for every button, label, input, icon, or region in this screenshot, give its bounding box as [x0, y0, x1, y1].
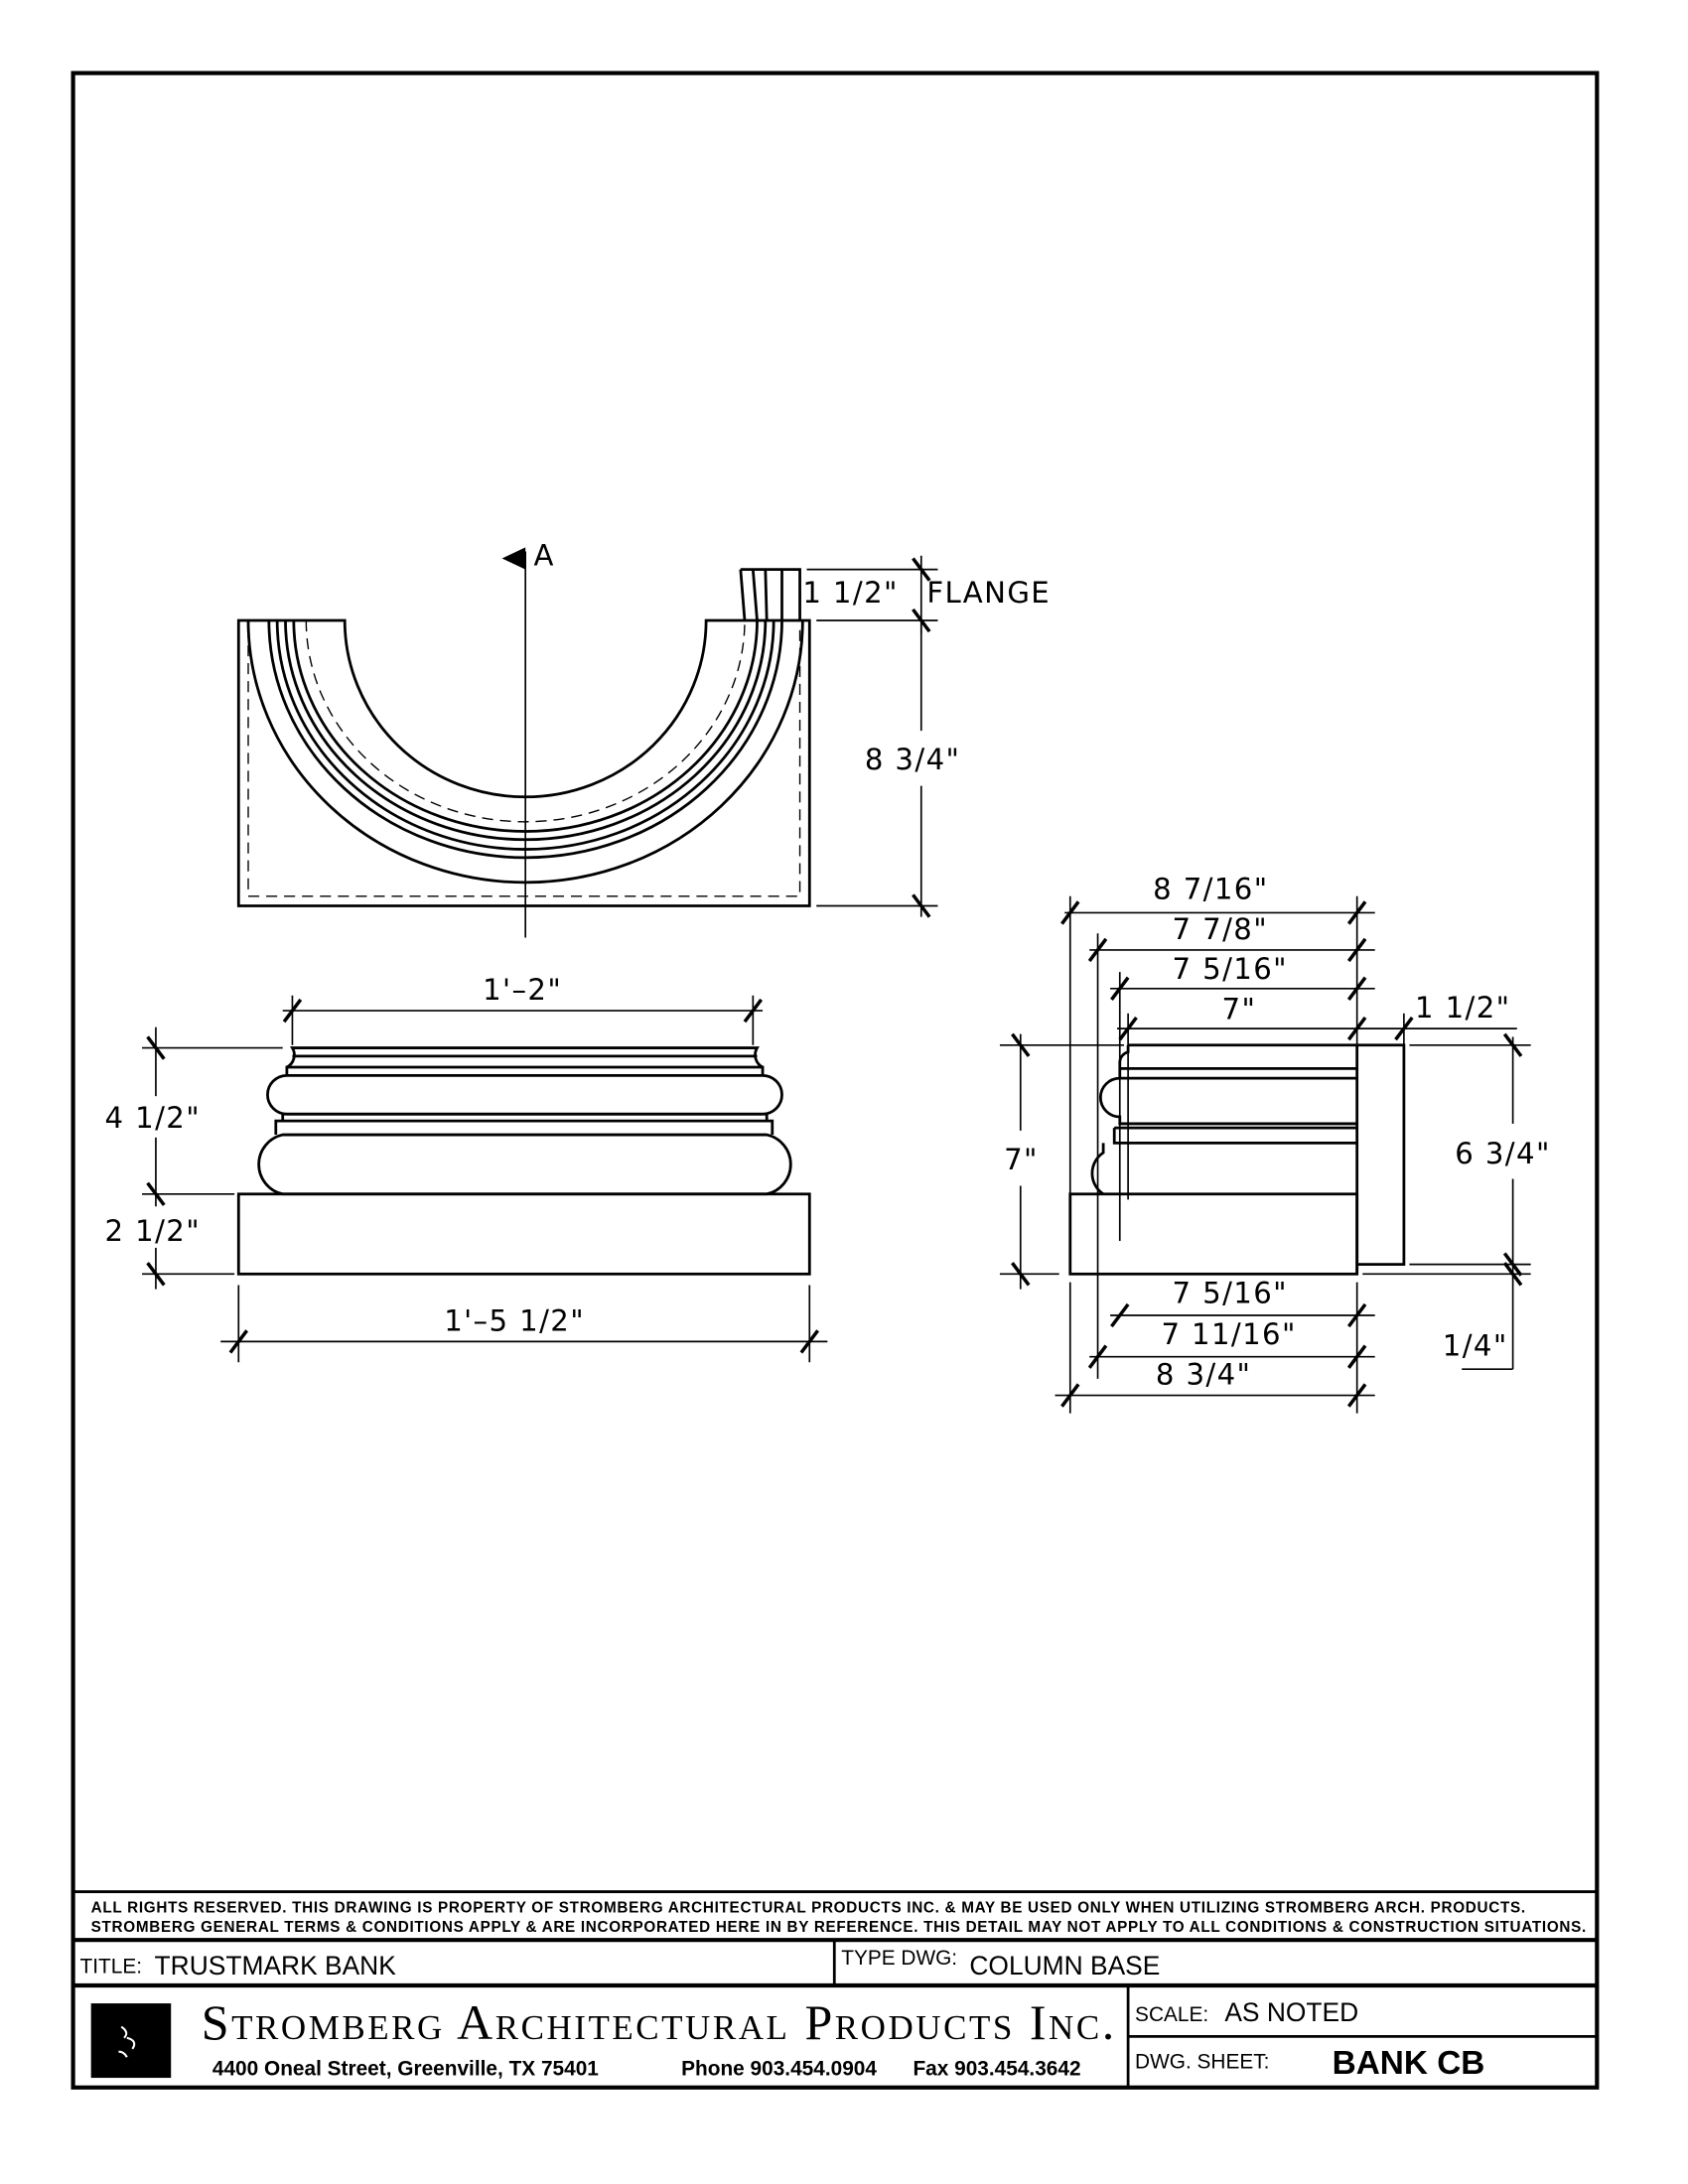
flange-label: FLANGE: [926, 576, 1051, 610]
sheet-label: DWG. SHEET:: [1135, 2050, 1269, 2073]
section-view: 8 7/16" 7 7/8" 7 5/16" 7" 1 1/2" 7" 6 3/…: [999, 873, 1550, 1414]
company-fax: Fax 903.454.3642: [913, 2057, 1080, 2080]
section-flange-offset-dimension: 1/4": [1443, 1328, 1508, 1362]
plinth-height-dimension: 2 1/2": [105, 1214, 201, 1248]
scale-label: SCALE:: [1135, 2003, 1208, 2026]
type-value: COLUMN BASE: [969, 1951, 1160, 1980]
plan-height-dimension: 8 3/4": [865, 743, 961, 776]
terms-note: STROMBERG GENERAL TERMS & CONDITIONS APP…: [91, 1919, 1587, 1936]
type-label: TYPE DWG:: [841, 1947, 957, 1970]
section-top-dimension-4: 7": [1222, 992, 1257, 1025]
section-top-dimension-3: 7 5/16": [1173, 952, 1288, 986]
top-width-dimension: 1'–2": [483, 973, 562, 1007]
section-height-dimension: 7": [1004, 1143, 1039, 1176]
overall-width-dimension: 1'–5 1/2": [444, 1303, 585, 1337]
company-logo: [90, 2003, 172, 2079]
sheet-border: [70, 70, 1600, 2090]
rights-note: ALL RIGHTS RESERVED. THIS DRAWING IS PRO…: [91, 1899, 1525, 1916]
flange-dimension: 1 1/2": [802, 576, 899, 610]
section-flange-width-dimension: 1 1/2": [1415, 991, 1511, 1024]
title-block: ALL RIGHTS RESERVED. THIS DRAWING IS PRO…: [72, 1890, 1598, 2088]
sheet-value: BANK CB: [1333, 2045, 1485, 2082]
section-arrow-icon: [501, 547, 526, 570]
company-address: 4400 Oneal Street, Greenville, TX 75401: [212, 2057, 599, 2080]
torus-height-dimension: 4 1/2": [105, 1101, 201, 1135]
section-bottom-dimension-2: 7 11/16": [1161, 1317, 1296, 1351]
elevation-view: 1'–2" 4 1/2" 2 1/2" 1'–5 1/2": [105, 973, 828, 1363]
section-bottom-dimension-1: 7 5/16": [1173, 1277, 1288, 1310]
title-value: TRUSTMARK BANK: [155, 1951, 397, 1980]
section-flange-height-dimension: 6 3/4": [1455, 1137, 1550, 1170]
section-top-dimension-2: 7 7/8": [1173, 912, 1269, 946]
company-phone: Phone 903.454.0904: [681, 2057, 877, 2080]
scale-value: AS NOTED: [1224, 1997, 1358, 2027]
company-name: Stromberg Architectural Products Inc.: [202, 1994, 1114, 2050]
section-top-dimension-1: 8 7/16": [1153, 873, 1268, 906]
title-label: TITLE:: [80, 1955, 142, 1978]
section-marker: A: [534, 538, 555, 572]
plan-view: A 1 1/2" FLANGE 8 3/4": [236, 538, 1051, 938]
section-bottom-dimension-3: 8 3/4": [1156, 1357, 1252, 1391]
